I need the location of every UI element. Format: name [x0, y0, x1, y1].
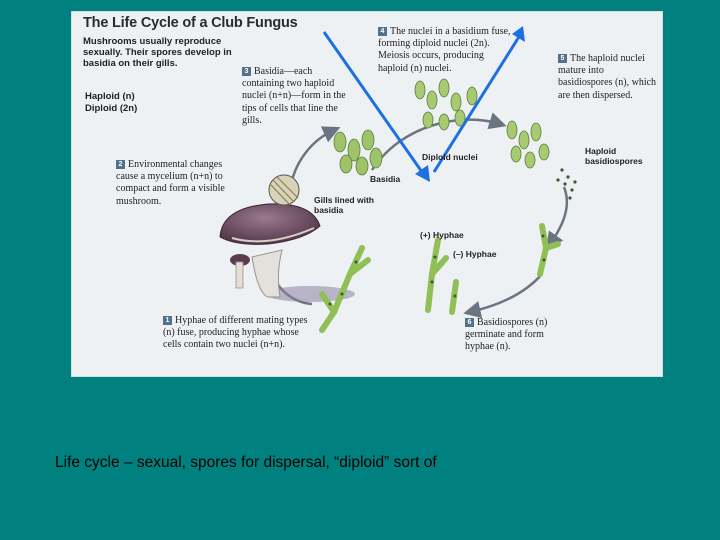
slide-caption: Life cycle – sexual, spores for dispersa… [55, 454, 437, 471]
figure-intro: Mushrooms usually reproduce sexually. Th… [83, 36, 232, 69]
step-3-text: Basidia—each containing two haploid nucl… [242, 66, 346, 126]
step-5-text: The haploid nuclei mature into basidiosp… [558, 53, 657, 101]
label-diploid-nuclei: Diploid nuclei [422, 152, 478, 162]
label-plus-hyphae: (+) Hyphae [420, 230, 464, 240]
step-6-text: Basidiospores (n) germinate and form hyp… [465, 317, 548, 353]
cycle-arrow-right [545, 186, 569, 250]
gill-close-up [268, 174, 300, 206]
label-haploid-basidiospores: Haploid basidiospores [585, 146, 643, 167]
label-minus-hyphae: (–) Hyphae [453, 249, 497, 259]
step-4-number: 4 [378, 27, 387, 36]
key-haploid: Haploid (n) [85, 91, 135, 102]
step-2-text: Environmental changes cause a mycelium (… [116, 159, 225, 207]
diagram-art [219, 26, 577, 333]
cycle-arrow-top [370, 112, 507, 171]
mushroom-illustration [219, 203, 355, 302]
figure-title: The Life Cycle of a Club Fungus [83, 15, 298, 31]
basidia-right-cluster [506, 120, 550, 169]
step-2-number: 2 [116, 160, 125, 169]
cycle-arrow-bottom [463, 273, 543, 319]
annotation-arrow-right [432, 31, 524, 173]
life-cycle-figure: The Life Cycle of a Club Fungus Mushroom… [71, 11, 663, 377]
label-gills: Gills lined with basidia [314, 195, 374, 216]
step-6-number: 6 [465, 318, 474, 327]
hyphae-illustrations [319, 223, 561, 333]
step-4-text: The nuclei in a basidium fuse, forming d… [378, 26, 511, 74]
step-5-number: 5 [558, 54, 567, 63]
basidia-top-cluster [414, 78, 478, 131]
hyphae-nuclei [328, 234, 546, 306]
step-1-number: 1 [163, 316, 172, 325]
basidia-cluster [333, 129, 383, 176]
step-1-text: Hyphae of different mating types (n) fus… [163, 315, 308, 351]
ploidy-key: Haploid (n) Diploid (2n) [85, 91, 137, 114]
label-basidia: Basidia [370, 174, 401, 184]
annotation-arrow-left [322, 31, 424, 173]
dispersed-spores [556, 168, 577, 200]
step-3-number: 3 [242, 67, 251, 76]
key-diploid: Diploid (2n) [85, 102, 138, 114]
